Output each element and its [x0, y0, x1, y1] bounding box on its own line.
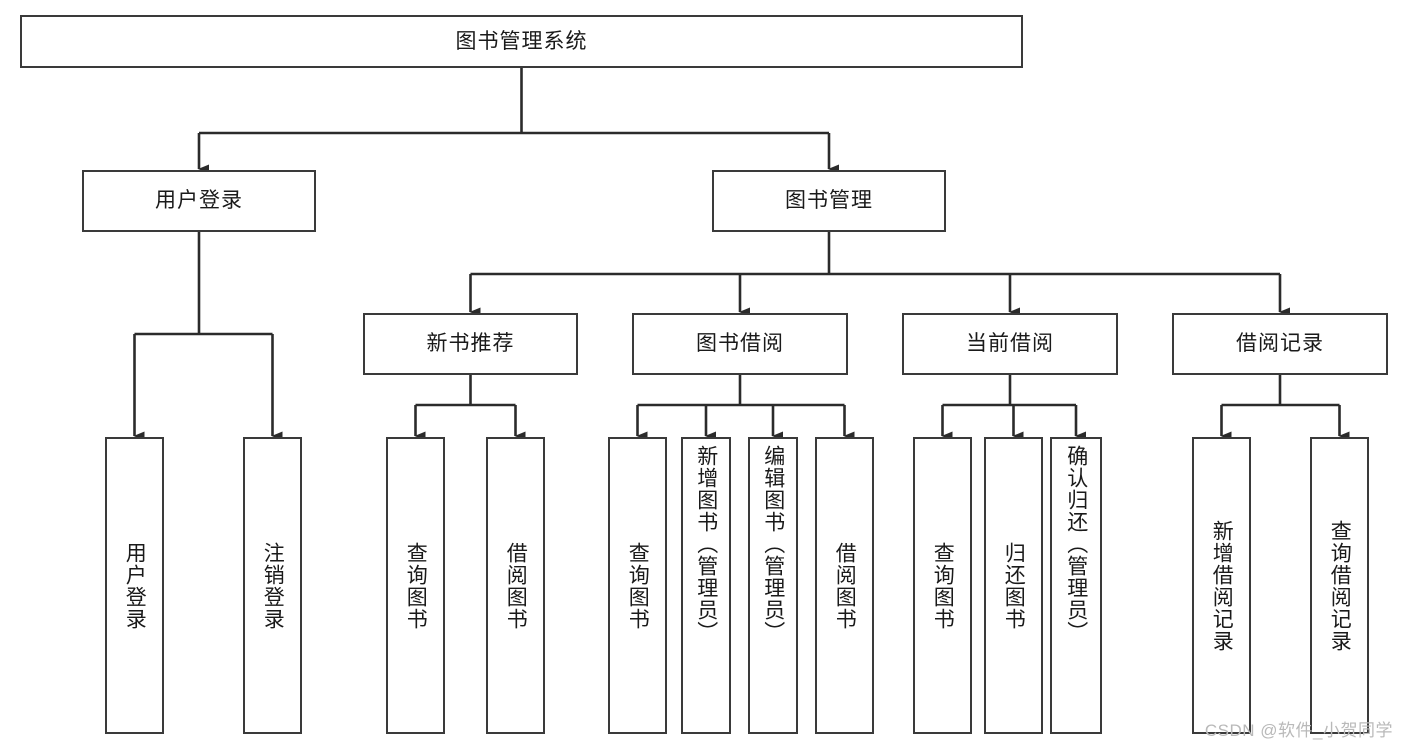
- node-user-login-label: 用户登录: [155, 189, 243, 213]
- node-leaf-query-borrow-record-label: 查询借阅记录: [1328, 519, 1352, 652]
- node-leaf-query-book-current[interactable]: 查询图书: [913, 437, 972, 734]
- node-borrow-record[interactable]: 借阅记录: [1172, 313, 1388, 375]
- node-leaf-confirm-return[interactable]: 确认归还（管理员）: [1050, 437, 1102, 734]
- node-leaf-borrow-book-label: 借阅图书: [833, 541, 857, 630]
- node-leaf-user-login-label: 用户登录: [123, 541, 147, 630]
- node-leaf-user-login[interactable]: 用户登录: [105, 437, 164, 734]
- node-new-book-recommend[interactable]: 新书推荐: [363, 313, 578, 375]
- node-book-borrow[interactable]: 图书借阅: [632, 313, 848, 375]
- node-leaf-confirm-return-label: 确认归还（管理员）: [1064, 445, 1088, 643]
- node-user-login[interactable]: 用户登录: [82, 170, 316, 232]
- node-current-borrow[interactable]: 当前借阅: [902, 313, 1118, 375]
- node-book-manage-label: 图书管理: [785, 189, 873, 213]
- node-leaf-add-book[interactable]: 新增图书（管理员）: [681, 437, 731, 734]
- node-leaf-borrow-book-recommend[interactable]: 借阅图书: [486, 437, 545, 734]
- node-leaf-query-book-recommend[interactable]: 查询图书: [386, 437, 445, 734]
- node-leaf-query-borrow-record[interactable]: 查询借阅记录: [1310, 437, 1369, 734]
- node-leaf-edit-book[interactable]: 编辑图书（管理员）: [748, 437, 798, 734]
- node-current-borrow-label: 当前借阅: [966, 332, 1054, 356]
- node-leaf-add-borrow-record-label: 新增借阅记录: [1210, 519, 1234, 652]
- node-leaf-logout-label: 注销登录: [261, 541, 285, 630]
- node-root-label: 图书管理系统: [455, 29, 588, 53]
- node-leaf-return-book[interactable]: 归还图书: [984, 437, 1043, 734]
- node-leaf-borrow-book-recommend-label: 借阅图书: [504, 541, 528, 630]
- node-leaf-logout[interactable]: 注销登录: [243, 437, 302, 734]
- node-root[interactable]: 图书管理系统: [20, 15, 1023, 68]
- node-book-borrow-label: 图书借阅: [696, 332, 784, 356]
- node-leaf-return-book-label: 归还图书: [1002, 541, 1026, 630]
- node-leaf-borrow-book[interactable]: 借阅图书: [815, 437, 874, 734]
- node-leaf-query-book-borrow-label: 查询图书: [626, 541, 650, 630]
- node-new-book-recommend-label: 新书推荐: [426, 332, 515, 356]
- node-leaf-add-book-label: 新增图书（管理员）: [694, 445, 718, 643]
- node-leaf-edit-book-label: 编辑图书（管理员）: [761, 445, 785, 643]
- node-borrow-record-label: 借阅记录: [1236, 332, 1324, 356]
- node-book-manage[interactable]: 图书管理: [712, 170, 946, 232]
- node-leaf-add-borrow-record[interactable]: 新增借阅记录: [1192, 437, 1251, 734]
- node-leaf-query-book-current-label: 查询图书: [931, 541, 955, 630]
- node-leaf-query-book-borrow[interactable]: 查询图书: [608, 437, 667, 734]
- csdn-watermark: CSDN @软件_小贺同学: [1204, 721, 1393, 740]
- node-leaf-query-book-recommend-label: 查询图书: [404, 541, 428, 630]
